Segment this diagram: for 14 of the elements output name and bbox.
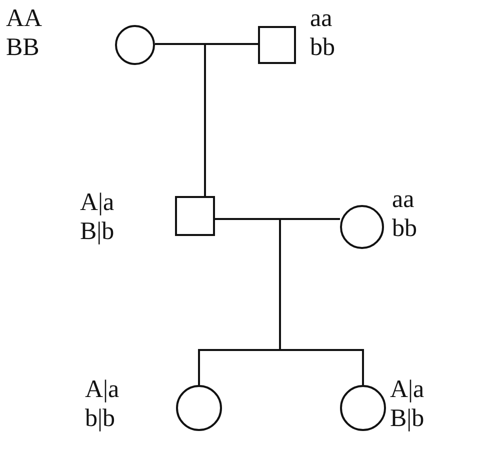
pedigree-line: [280, 349, 364, 385]
genotype-label: aa bb: [310, 4, 335, 62]
genotype-label: A|a b|b: [85, 375, 120, 433]
pedigree-line: [215, 218, 280, 220]
pedigree-line: [198, 349, 280, 385]
pedigree-line: [205, 43, 258, 45]
genotype-label: A|a B|b: [80, 188, 114, 246]
genotype-label: aa bb: [392, 185, 417, 243]
pedigree-line: [280, 218, 340, 220]
pedigree-line: [155, 43, 205, 45]
genotype-label: AA BB: [6, 4, 42, 62]
pedigree-line: [279, 219, 281, 350]
genotype-label: A|a B|b: [390, 375, 424, 433]
pedigree-line: [204, 44, 206, 196]
